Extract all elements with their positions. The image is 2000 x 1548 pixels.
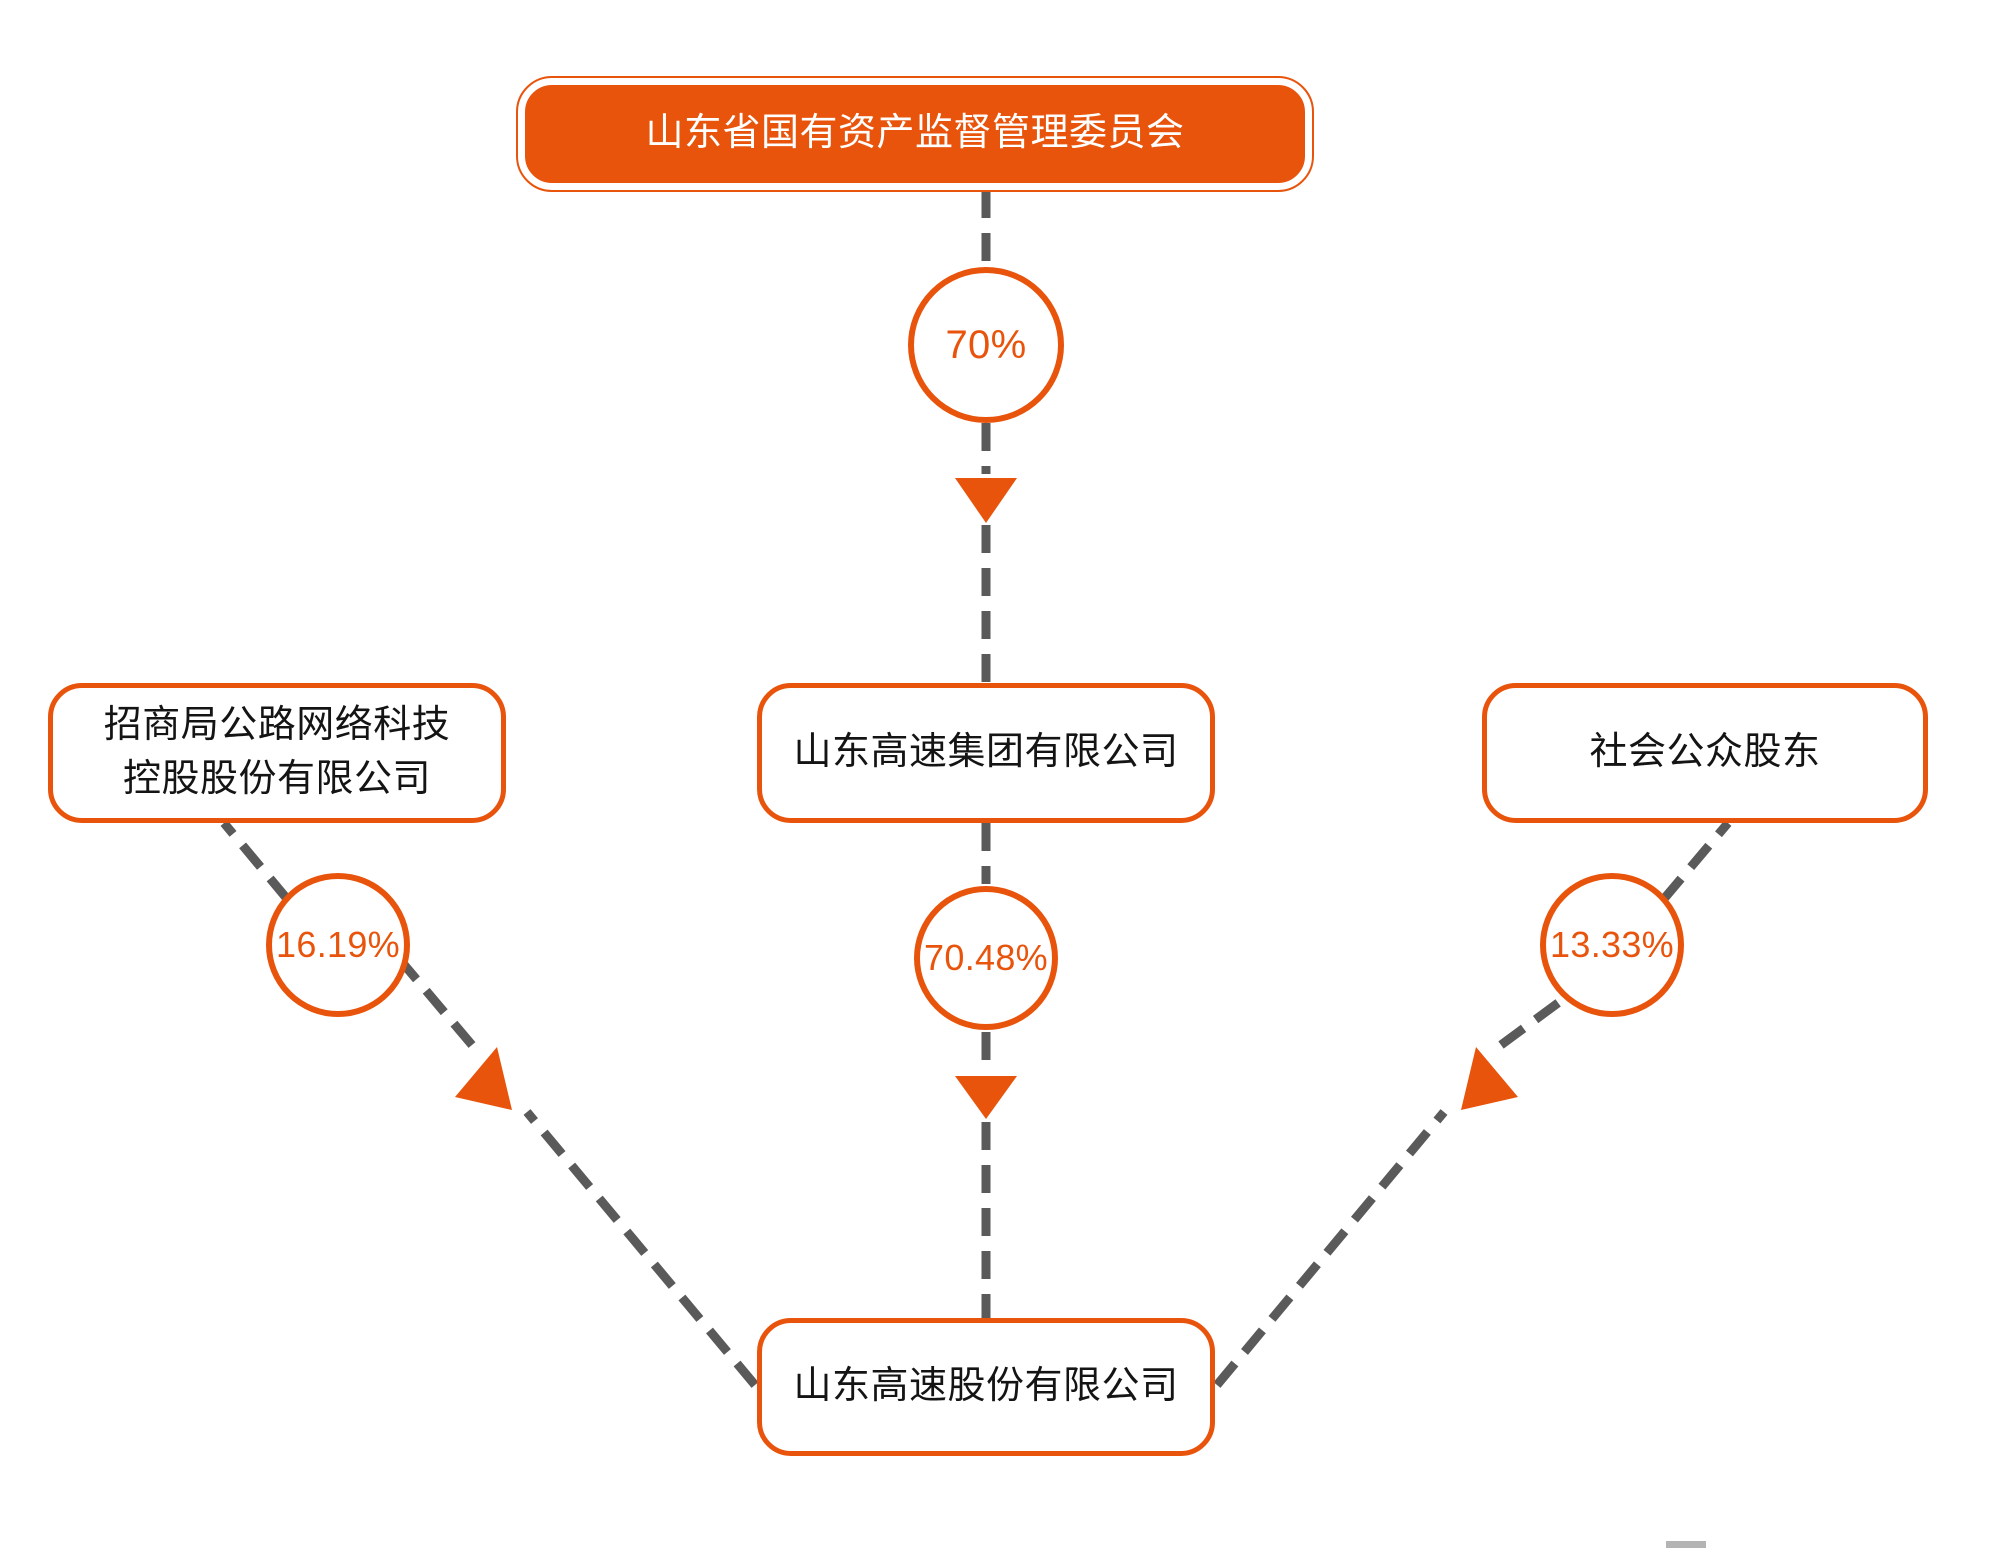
- connector-group-to-co: [955, 823, 1017, 1318]
- percent-badge-sasac-to-group[interactable]: 70%: [908, 267, 1064, 423]
- node-label: 山东高速股份有限公司: [793, 1365, 1179, 1408]
- node-label: 山东高速集团有限公司: [793, 731, 1179, 774]
- percent-badge-group-to-co[interactable]: 70.48%: [914, 886, 1058, 1030]
- arrowhead-down-icon: [955, 1076, 1017, 1119]
- node-label: 招商局公路网络科技 控股股份有限公司: [103, 704, 451, 800]
- node-shandong-hi-speed-group[interactable]: 山东高速集团有限公司: [757, 683, 1215, 823]
- arrowhead-up-right-icon: [1461, 1047, 1518, 1110]
- node-public-shareholders[interactable]: 社会公众股东: [1482, 683, 1928, 823]
- node-label: 社会公众股东: [1589, 731, 1821, 774]
- percent-value: 16.19%: [276, 924, 400, 965]
- connector-co-to-public: [1213, 820, 1732, 1388]
- connector-sasac-to-group: [955, 190, 1017, 683]
- node-shandong-hi-speed-company[interactable]: 山东高速股份有限公司: [757, 1318, 1215, 1456]
- node-china-merchants-highway[interactable]: 招商局公路网络科技 控股股份有限公司: [48, 683, 506, 823]
- percent-badge-public-to-co[interactable]: 13.33%: [1540, 873, 1684, 1017]
- connector-line-segment: [1498, 996, 1565, 1049]
- page-artifact-mark: [1666, 1541, 1706, 1548]
- connector-line-segment: [220, 820, 292, 903]
- percent-badge-cmhk-to-co[interactable]: 16.19%: [266, 873, 410, 1017]
- percent-value: 70%: [945, 322, 1027, 367]
- arrowhead-up-left-icon: [455, 1047, 512, 1110]
- percent-value: 13.33%: [1550, 924, 1674, 965]
- percent-value: 70.48%: [924, 937, 1048, 978]
- node-sasac[interactable]: 山东省国有资产监督管理委员会: [516, 76, 1314, 192]
- node-label: 山东省国有资产监督管理委员会: [645, 112, 1185, 155]
- arrowhead-down-icon: [955, 478, 1017, 523]
- connector-line-segment: [1213, 1109, 1448, 1388]
- connector-line-segment: [523, 1109, 759, 1388]
- connector-line-segment: [1659, 820, 1732, 903]
